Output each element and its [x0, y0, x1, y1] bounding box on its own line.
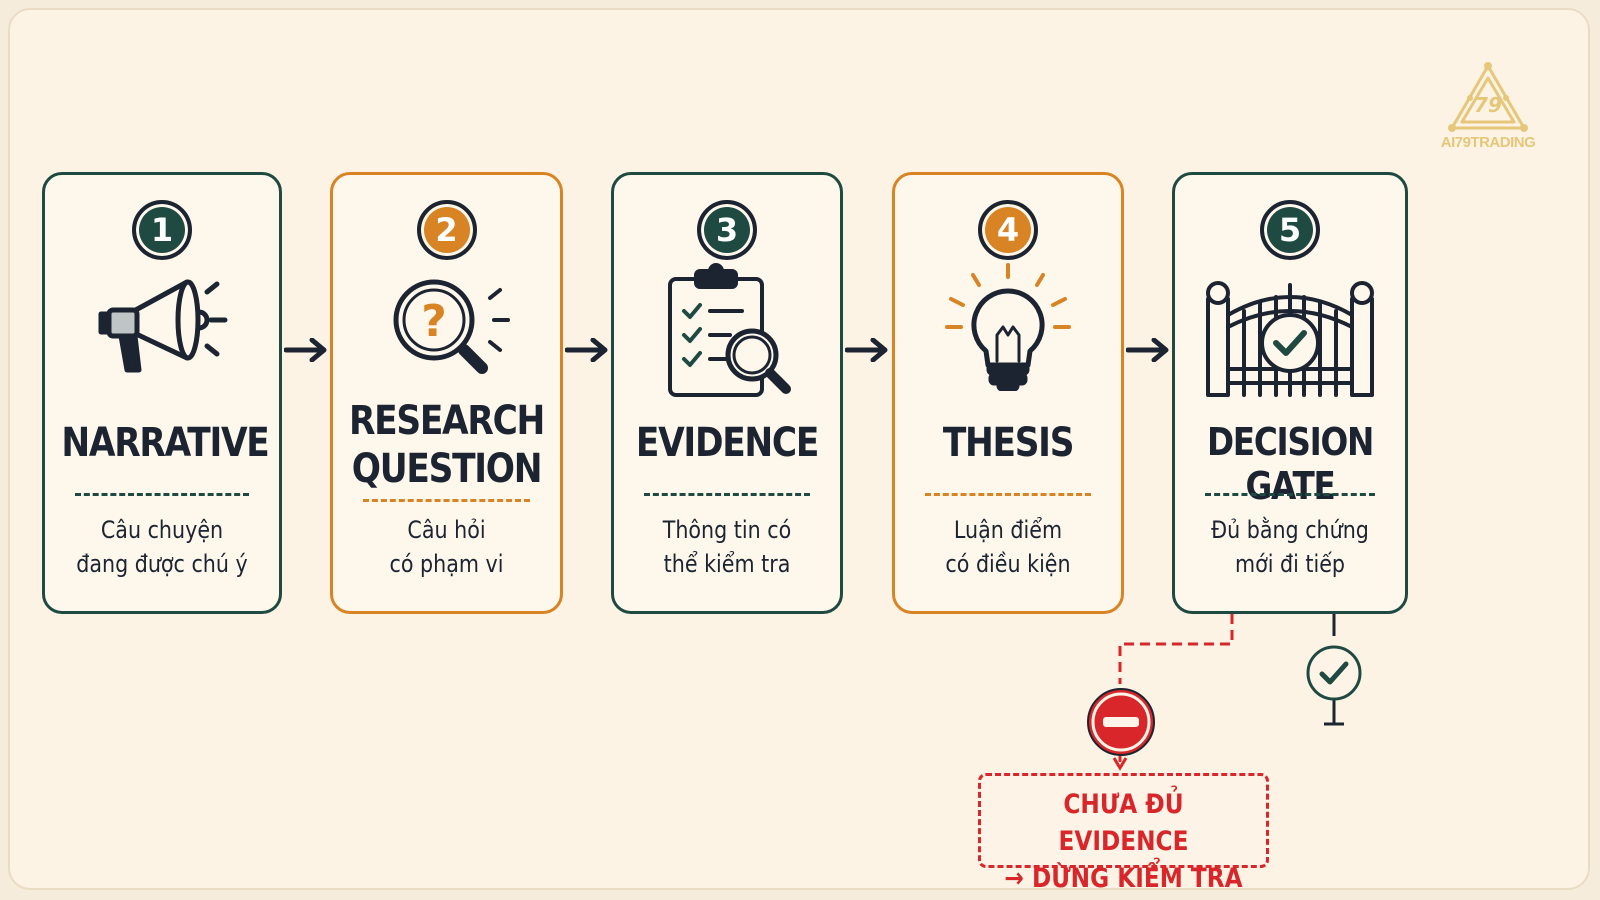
lightbulb-icon — [945, 263, 1071, 391]
brand-name: AI79TRADING — [1440, 134, 1536, 151]
step-title: THESIS — [942, 420, 1075, 466]
step-number-badge: 4 — [978, 200, 1038, 260]
step-divider — [925, 493, 1091, 496]
step-desc-line1: Đủ bằng chứng — [1211, 516, 1369, 544]
step-desc-line2: có phạm vi — [389, 550, 504, 578]
step-number-badge: 5 — [1260, 200, 1320, 260]
stop-line1: CHƯA ĐỦ EVIDENCE — [1058, 789, 1189, 857]
magnifier-question-icon: ? — [393, 279, 510, 374]
stop-warning-box: CHƯA ĐỦ EVIDENCE → DỪNG KIỂM TRA — [978, 773, 1269, 894]
step-divider — [363, 499, 530, 502]
step-desc-line1: Câu chuyện — [100, 516, 224, 544]
step-title: EVIDENCE — [635, 420, 819, 466]
step-desc-line2: đang được chú ý — [76, 550, 248, 578]
step-desc-line1: Luận điểm — [953, 516, 1063, 544]
gate-check-icon — [1206, 281, 1374, 397]
step-card-decision-gate: 5 DECISION GATE Đủ bằng chứng mới đi tiế… — [1172, 172, 1408, 614]
step-desc-line1: Câu hỏi — [407, 516, 486, 544]
step-title-line2: QUESTION — [351, 446, 543, 492]
step-title: DECISION GATE — [1206, 420, 1374, 508]
svg-text:79: 79 — [1474, 93, 1502, 117]
step-divider — [644, 493, 810, 496]
step-card-thesis: 4 THESIS Luận điểm có điều kiện — [892, 172, 1124, 614]
step-number-badge: 1 — [132, 200, 192, 260]
step-desc-line2: thể kiểm tra — [663, 550, 791, 578]
step-card-narrative: 1 NARRATIVE Câu chuyện đang được chú ý — [42, 172, 282, 614]
stop-icon — [1087, 688, 1155, 756]
logo-triangle-icon: 79 — [1448, 62, 1528, 132]
step-title-line1: RESEARCH — [348, 398, 545, 444]
flow-arrow-icon — [284, 338, 327, 362]
megaphone-icon — [98, 279, 228, 373]
brand-logo: 79 AI79TRADING — [1430, 60, 1546, 160]
stop-line2: → DỪNG KIỂM TRA — [1004, 863, 1243, 894]
step-number-badge: 2 — [416, 200, 477, 260]
clipboard-check-icon — [668, 263, 791, 397]
step-card-evidence: 3 EVIDENCE Thông tin có thể kiểm tra — [611, 172, 843, 614]
step-card-research-question: 2 ? RESEARCH QUESTION Câu hỏi có phạm vi — [330, 172, 563, 614]
step-desc-line2: mới đi tiếp — [1234, 550, 1346, 578]
step-divider — [1205, 493, 1375, 496]
pass-check-icon — [1306, 645, 1362, 701]
step-title: NARRATIVE — [61, 420, 269, 466]
step-desc-line1: Thông tin có — [662, 516, 792, 544]
step-number-badge: 3 — [697, 200, 757, 260]
svg-text:?: ? — [421, 296, 447, 347]
step-divider — [75, 493, 249, 496]
flow-arrow-icon — [845, 338, 888, 362]
flow-arrow-icon — [1126, 338, 1169, 362]
flow-arrow-icon — [565, 338, 608, 362]
step-desc-line2: có điều kiện — [945, 550, 1071, 578]
